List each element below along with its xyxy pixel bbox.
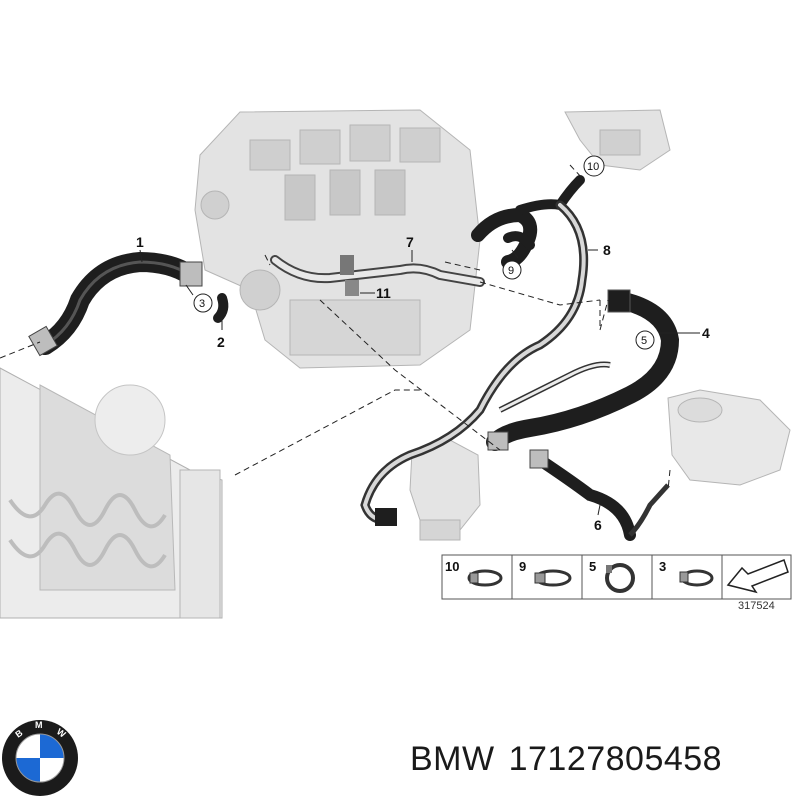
callout-9: 9: [508, 265, 514, 277]
hose-part-2: [213, 293, 229, 323]
engine-block: [194, 109, 481, 369]
hose-part-4: [486, 289, 680, 451]
callout-lines: [139, 249, 700, 516]
circled-callout-10: 10: [583, 155, 605, 177]
legend-number-9: 9: [519, 559, 526, 574]
callout-5: 5: [641, 335, 647, 347]
hose-part-1: [28, 251, 203, 357]
hose-part-6: [529, 449, 670, 541]
hose-clamp-icon: [679, 569, 714, 587]
legend-number-10: 10: [445, 559, 459, 574]
svg-text:B: B: [13, 727, 24, 739]
hose-clamp-icon: [534, 569, 572, 587]
callout-11: 11: [376, 285, 391, 301]
legend-number-3: 3: [659, 559, 666, 574]
arrow-symbol-icon: [726, 559, 789, 594]
diagram-reference-code: 317524: [738, 600, 775, 612]
expansion-tank: [667, 389, 791, 486]
callout-2: 2: [217, 334, 225, 350]
spring-clamp-icon: [605, 563, 635, 593]
leader-lines: [0, 164, 671, 491]
hose-part-9: [471, 207, 538, 269]
pipe-part-8: [360, 200, 589, 526]
svg-text:M: M: [35, 720, 43, 730]
part-caption: BMW 17127805458: [410, 740, 736, 779]
parts-legend: 10 9 5 3 317524: [441, 554, 792, 612]
callout-1: 1: [136, 234, 144, 250]
hose-clamp-icon: [467, 569, 503, 587]
auxiliary-water-pump: [409, 439, 481, 541]
thin-pipe: [498, 361, 611, 413]
circled-callout-3: 3: [193, 293, 213, 313]
thermostat-housing: [564, 109, 671, 171]
callout-6: 6: [594, 517, 602, 533]
brand-name: BMW: [410, 740, 495, 778]
callout-4: 4: [702, 325, 710, 341]
circled-callout-9: 9: [502, 260, 522, 280]
pipe-part-7: [270, 255, 485, 296]
callout-7: 7: [406, 234, 414, 250]
callout-3: 3: [199, 298, 205, 310]
part-number: 17127805458: [508, 740, 723, 778]
callout-8: 8: [603, 242, 611, 258]
hose-part-10: [515, 175, 585, 215]
bmw-logo: B M W: [2, 720, 78, 796]
circled-callout-5: 5: [635, 330, 655, 350]
radiator: [0, 367, 223, 619]
legend-number-5: 5: [589, 559, 596, 574]
callout-10: 10: [587, 161, 599, 173]
